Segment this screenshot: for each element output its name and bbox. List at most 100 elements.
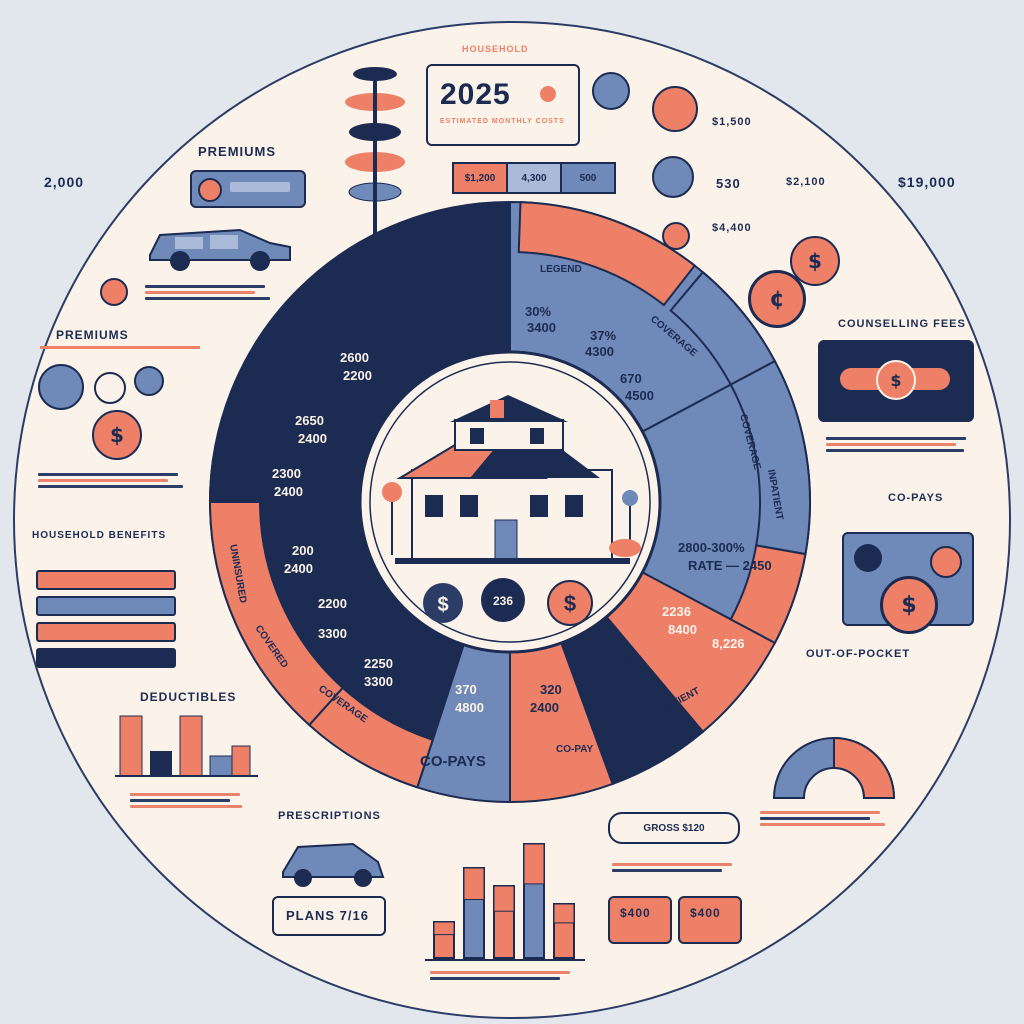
premiums-text [145, 282, 275, 303]
right-value: 530 [716, 176, 741, 191]
counselling-text [826, 434, 971, 455]
counselling-card: $ [818, 340, 974, 422]
bottom-bar-chart [425, 843, 585, 961]
coin-icon [100, 278, 128, 306]
household-benefits-heading: HOUSEHOLD BENEFITS [32, 530, 167, 541]
tab-3[interactable]: 500 [562, 164, 614, 192]
pie-icon [38, 364, 84, 410]
coin-symbol: $ [564, 591, 576, 616]
ring-label: 2400 [284, 561, 313, 576]
ring-label: 2300 [272, 466, 301, 481]
coin-symbol: $ [437, 594, 448, 616]
inner-ring-line [369, 361, 651, 643]
dollar-pin-icon: $ [880, 576, 938, 634]
bar-cap [493, 885, 515, 912]
benefit-bars [36, 570, 176, 668]
clock-icon [94, 372, 126, 404]
ring-outer-label: LEGEND [540, 264, 582, 275]
tab-2[interactable]: 4,300 [508, 164, 562, 192]
ring-label: 2400 [432, 320, 461, 335]
deductibles-text [130, 790, 250, 811]
ring-label: 2200 [318, 596, 347, 611]
ring-label: 3300 [318, 626, 347, 641]
spring-illustration [345, 67, 405, 237]
ring-label: 2236 [662, 604, 691, 619]
ring-label: 670 [620, 371, 642, 386]
right-value: $2,100 [786, 176, 826, 188]
bar [209, 755, 233, 777]
cost-box-1[interactable]: $400 [608, 896, 672, 944]
bottom-chart-text [430, 968, 580, 983]
cost-box-2[interactable]: $400 [678, 896, 742, 944]
ring-label: 2400 [274, 484, 303, 499]
prescriptions-heading: PRESCRIPTIONS [278, 810, 381, 822]
left-value: 2,000 [44, 174, 85, 190]
pin-icon [930, 546, 962, 578]
ring-label: 2400 [298, 431, 327, 446]
dollar-icon: $ [92, 410, 142, 460]
car-icon [282, 842, 385, 887]
ring-label: 30% [525, 304, 551, 319]
bar [231, 745, 251, 777]
value-coin-icon [481, 578, 525, 622]
right-edge-value: $19,000 [898, 174, 956, 190]
ring-label: 4500 [625, 388, 654, 403]
copay-ring-label: CO-PAY [556, 744, 594, 755]
deductibles-heading: DEDUCTIBLES [140, 690, 237, 704]
ring-label: 3300 [364, 674, 393, 689]
right-value: $1,500 [712, 116, 752, 128]
ring-label: 320 [540, 682, 562, 697]
dollar-coin-icon [547, 580, 593, 626]
gear-icon [540, 86, 556, 102]
ring-label: 370 [615, 653, 637, 668]
ring-label: 2250 [364, 656, 393, 671]
ring-label: 4300 [610, 670, 639, 685]
dollar-icon: $ [790, 236, 840, 286]
ring-label: 2800-300% [678, 540, 745, 555]
bar-cap [463, 867, 485, 900]
cost-box-value: $400 [690, 906, 721, 920]
bottom-right-text [612, 860, 742, 875]
coin-icon [652, 86, 698, 132]
ring-label: 8400 [668, 622, 697, 637]
coin-value: 236 [493, 594, 513, 608]
donut-outer-band [517, 201, 697, 307]
donut-outer-band [729, 544, 807, 645]
pin-icon [854, 544, 882, 572]
deductibles-bar-chart [115, 715, 258, 777]
year-card: 2025 ESTIMATED MONTHLY COSTS [426, 64, 580, 146]
ring-label: 4800 [455, 700, 484, 715]
top-tab-bar: $1,200 4,300 500 [452, 162, 616, 194]
coin-icon [662, 222, 690, 250]
out-of-pocket-heading: OUT-OF-POCKET [806, 648, 911, 660]
ring-label: 200 [292, 543, 314, 558]
bar [119, 715, 143, 777]
premiums-secondary-heading: PREMIUMS [56, 328, 129, 342]
header-tag: HOUSEHOLD [462, 44, 529, 54]
premiums-secondary-text [38, 470, 188, 491]
cent-icon: ¢ [748, 270, 806, 328]
house-illustration [382, 395, 641, 564]
clock-icon [592, 72, 630, 110]
bar-cap [553, 903, 575, 924]
dollar-coin-icon [423, 583, 463, 623]
coin-icon [652, 156, 694, 198]
ring-label: 2650 [295, 413, 324, 428]
bar [150, 751, 172, 776]
premiums-card [190, 170, 306, 208]
bar-cap [433, 921, 455, 936]
ring-label: 2600 [340, 350, 369, 365]
ring-label: 37% [590, 328, 616, 343]
dollar-icon: $ [876, 360, 916, 400]
tab-1[interactable]: $1,200 [454, 164, 508, 192]
ring-label: 2400 [530, 700, 559, 715]
bar-cap [523, 843, 545, 885]
plans-card[interactable]: PLANS 7/16 [272, 896, 386, 936]
gross-pill[interactable]: GROSS $120 [608, 812, 740, 844]
clock-icon [134, 366, 164, 396]
bar [179, 715, 203, 777]
ring-label: 8,226 [712, 636, 745, 651]
right-value: $4,400 [712, 222, 752, 234]
out-of-pocket-gauge [772, 736, 896, 799]
